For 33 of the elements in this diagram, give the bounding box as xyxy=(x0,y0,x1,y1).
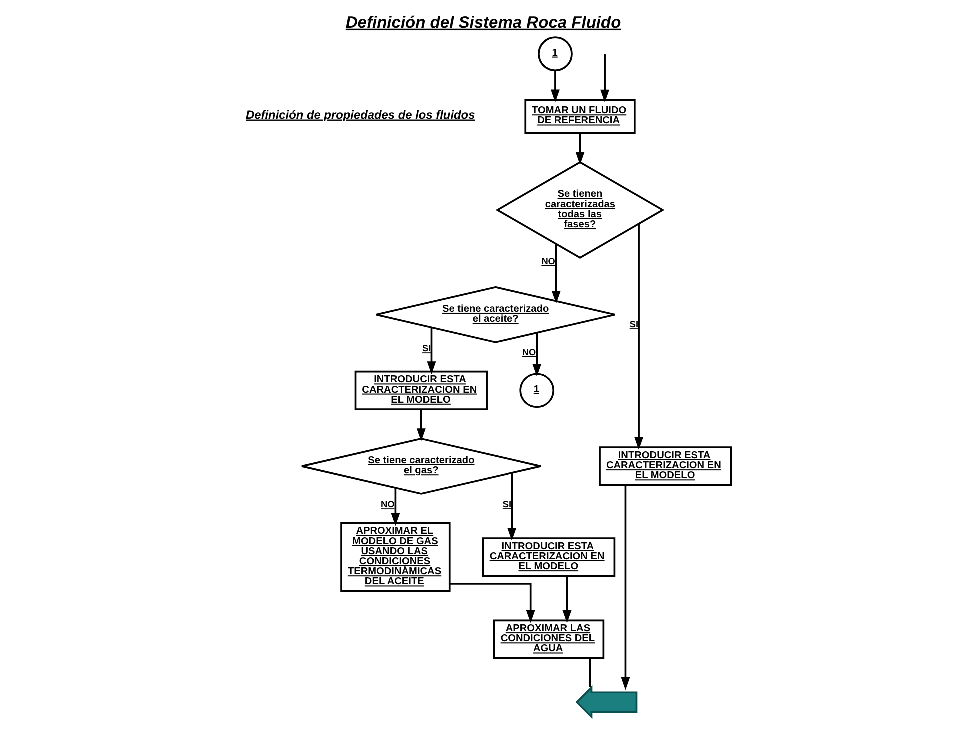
node-box: INTRODUCIR ESTA CARACTERIZACION EN EL MODELO xyxy=(598,446,732,486)
arrow xyxy=(575,133,584,166)
arrow xyxy=(550,70,560,103)
label: Definición de propiedades de los fluidos xyxy=(246,108,475,122)
arrow xyxy=(416,410,426,442)
node-box: APROXIMAR LAS CONDICIONES DEL AGUA xyxy=(493,620,604,660)
arrow xyxy=(600,54,610,103)
node-box: APROXIMAR EL MODELO DE GAS USANDO LAS CONDICIONES TERMODINÁMICAS DEL ACEITE xyxy=(340,522,450,592)
node-box: TOMAR UN FLUIDO DE REFERENCIA xyxy=(524,99,636,134)
node-diamond: Se tienen caracterizadas todas las fases? xyxy=(495,161,664,260)
node-box: INTRODUCIR ESTA CARACTERIZACION EN EL MODELO xyxy=(354,370,488,410)
edge-label: SI xyxy=(422,344,431,354)
node-diamond: Se tiene caracterizado el gas? xyxy=(300,438,542,495)
edge-label: SI xyxy=(502,500,512,510)
arrow xyxy=(390,488,400,526)
arrow xyxy=(449,583,535,624)
arrow xyxy=(620,485,630,690)
arrow xyxy=(507,473,516,541)
node-circle: 1 xyxy=(538,36,572,72)
node-circle: 1 xyxy=(519,373,554,408)
edge-label: NO xyxy=(380,500,394,510)
edge-label: NO xyxy=(522,347,536,358)
arrow xyxy=(551,244,560,304)
node-diamond: Se tiene caracterizado el aceite? xyxy=(375,286,616,344)
node-arrow xyxy=(575,686,638,720)
diagram-title: Definición del Sistema Roca Fluido xyxy=(345,12,621,32)
arrow xyxy=(634,224,644,450)
arrow xyxy=(426,328,436,375)
edge-label: SI xyxy=(629,320,638,330)
arrow xyxy=(562,576,572,624)
connector xyxy=(588,658,591,688)
node-box: INTRODUCIR ESTA CARACTERIZACION EN EL MODELO xyxy=(482,538,616,578)
arrow xyxy=(532,333,542,377)
